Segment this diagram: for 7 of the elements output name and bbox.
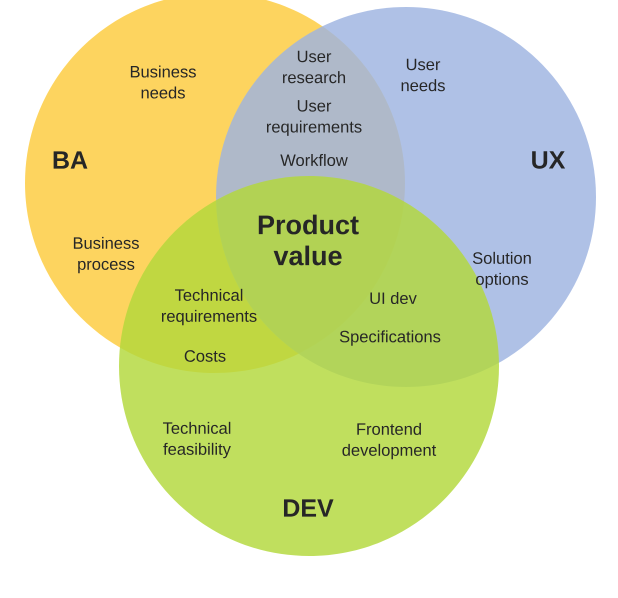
venn-label: User research (283, 50, 346, 84)
venn-label: Business needs (130, 65, 196, 99)
heading: Product value (258, 214, 359, 266)
venn-label: Technical feasibility (162, 422, 231, 458)
venn-label: User requirements (266, 100, 362, 136)
venn-label: Frontend development (342, 422, 436, 460)
venn-label: Workflow (280, 154, 348, 166)
